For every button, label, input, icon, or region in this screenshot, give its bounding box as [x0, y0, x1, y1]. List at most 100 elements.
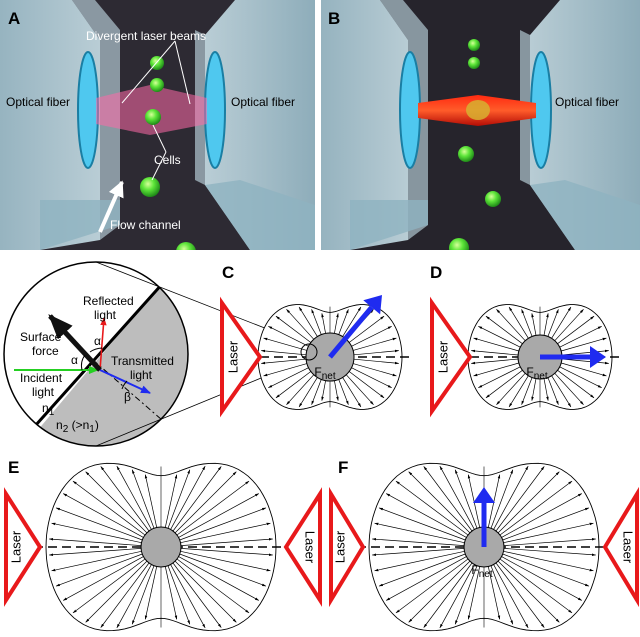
- left-fiber-face-icon: [77, 51, 99, 169]
- scatter-ray: [554, 373, 584, 406]
- scatter-ray: [334, 380, 339, 402]
- scatter-ray: [298, 306, 318, 337]
- label-flow-channel: Flow channel: [110, 218, 181, 232]
- label-transmitted: Transmitted: [111, 354, 174, 368]
- scatter-ray: [478, 325, 521, 348]
- cell-icon: [468, 39, 480, 51]
- scatter-ray: [176, 480, 250, 536]
- scatter-ray: [497, 560, 560, 623]
- scatter-ray: [72, 480, 146, 536]
- scatter-ray: [170, 465, 206, 530]
- scatter-ray: [467, 474, 481, 528]
- scatter-ray: [559, 366, 602, 389]
- net-force-arrowhead: [590, 346, 606, 368]
- scatter-ray: [508, 375, 529, 408]
- scatter-ray: [180, 522, 271, 544]
- scatter-ray: [178, 556, 260, 601]
- scatter-ray: [374, 522, 465, 544]
- scatter-ray: [496, 373, 526, 406]
- cell-icon: [449, 238, 469, 250]
- scatter-ray: [116, 564, 152, 629]
- scatter-ray: [470, 358, 519, 365]
- label-transmitted-light: light: [130, 368, 153, 382]
- scatter-ray: [531, 312, 537, 336]
- zoom-marker: [300, 343, 318, 361]
- scatter-ray: [385, 556, 467, 601]
- scatter-ray: [351, 325, 392, 347]
- left-fiber-face-icon: [399, 51, 421, 169]
- scatter-ray: [353, 349, 400, 356]
- scatter-ray: [378, 553, 466, 587]
- scatter-ray: [503, 548, 597, 556]
- label-optical-fiber-right: Optical fiber: [231, 95, 295, 109]
- scatter-ray: [321, 312, 326, 334]
- scatter-ray: [439, 465, 475, 530]
- net-force-arrow: [328, 305, 374, 359]
- scatter-ray: [180, 548, 274, 556]
- scatter-ray: [167, 565, 191, 625]
- panel-label-a: A: [8, 9, 20, 28]
- label-divergent-beams: Divergent laser beams: [86, 29, 206, 43]
- scatter-ray: [547, 309, 559, 337]
- scatter-ray: [495, 466, 545, 532]
- scatter-ray: [521, 309, 533, 337]
- scatter-ray: [385, 493, 467, 538]
- scatter-ray: [180, 538, 274, 546]
- scatter-ray: [378, 507, 466, 541]
- laser-triangle: [430, 296, 473, 418]
- scatter-ray: [172, 466, 222, 532]
- label-surface-force: force: [32, 344, 59, 358]
- scatter-ray: [473, 362, 519, 377]
- cell-icon: [468, 57, 480, 69]
- scatter-ray: [454, 565, 478, 625]
- scatter-ray: [501, 556, 583, 601]
- scatter-ray: [348, 371, 385, 399]
- scatter-ray: [172, 562, 222, 628]
- laser-triangle: [283, 487, 322, 607]
- laser-label: Laser: [303, 531, 318, 564]
- scatter-ray: [170, 564, 206, 629]
- scatter-ray: [423, 466, 473, 532]
- right-fiber-face-icon: [204, 51, 226, 169]
- scatter-ray: [342, 306, 362, 337]
- scatter-ray: [353, 337, 397, 351]
- scatter-ray: [551, 375, 572, 408]
- scatter-ray: [439, 564, 475, 629]
- label-optical-fiber-b: Optical fiber: [555, 95, 619, 109]
- laser-label: Laser: [436, 340, 451, 373]
- scatter-ray: [561, 362, 607, 377]
- scatter-ray: [348, 315, 385, 343]
- scatter-ray: [351, 367, 392, 389]
- scatter-ray: [423, 562, 473, 628]
- panel-label-c: C: [222, 263, 234, 282]
- scatter-ray: [557, 315, 595, 344]
- scatter-ray: [490, 565, 514, 625]
- scatter-ray: [503, 550, 594, 572]
- scatter-ray: [395, 558, 469, 614]
- laser-label: Laser: [226, 340, 241, 373]
- scatter-ray: [561, 349, 610, 356]
- scatter-ray: [286, 308, 315, 340]
- scatter-ray: [263, 337, 307, 351]
- scatter-ray: [62, 556, 144, 601]
- scatter-ray: [487, 474, 501, 528]
- scatter-ray: [48, 548, 142, 556]
- scatter-ray: [51, 550, 142, 572]
- scatter-ray: [543, 378, 549, 402]
- scatter-ray: [116, 465, 152, 530]
- scatter-ray: [502, 507, 590, 541]
- scatter-ray: [342, 377, 362, 408]
- scatter-ray: [321, 380, 326, 402]
- scatter-ray: [176, 558, 250, 614]
- scatter-ray: [374, 550, 465, 572]
- scatter-ray: [561, 358, 610, 365]
- scatter-ray: [72, 558, 146, 614]
- panel-label-b: B: [328, 9, 340, 28]
- scatter-ray: [501, 493, 583, 538]
- scatter-ray: [260, 358, 307, 365]
- scatter-ray: [531, 378, 537, 402]
- scatter-ray: [179, 507, 267, 541]
- scatter-ray: [268, 367, 309, 389]
- scatter-ray: [499, 558, 573, 614]
